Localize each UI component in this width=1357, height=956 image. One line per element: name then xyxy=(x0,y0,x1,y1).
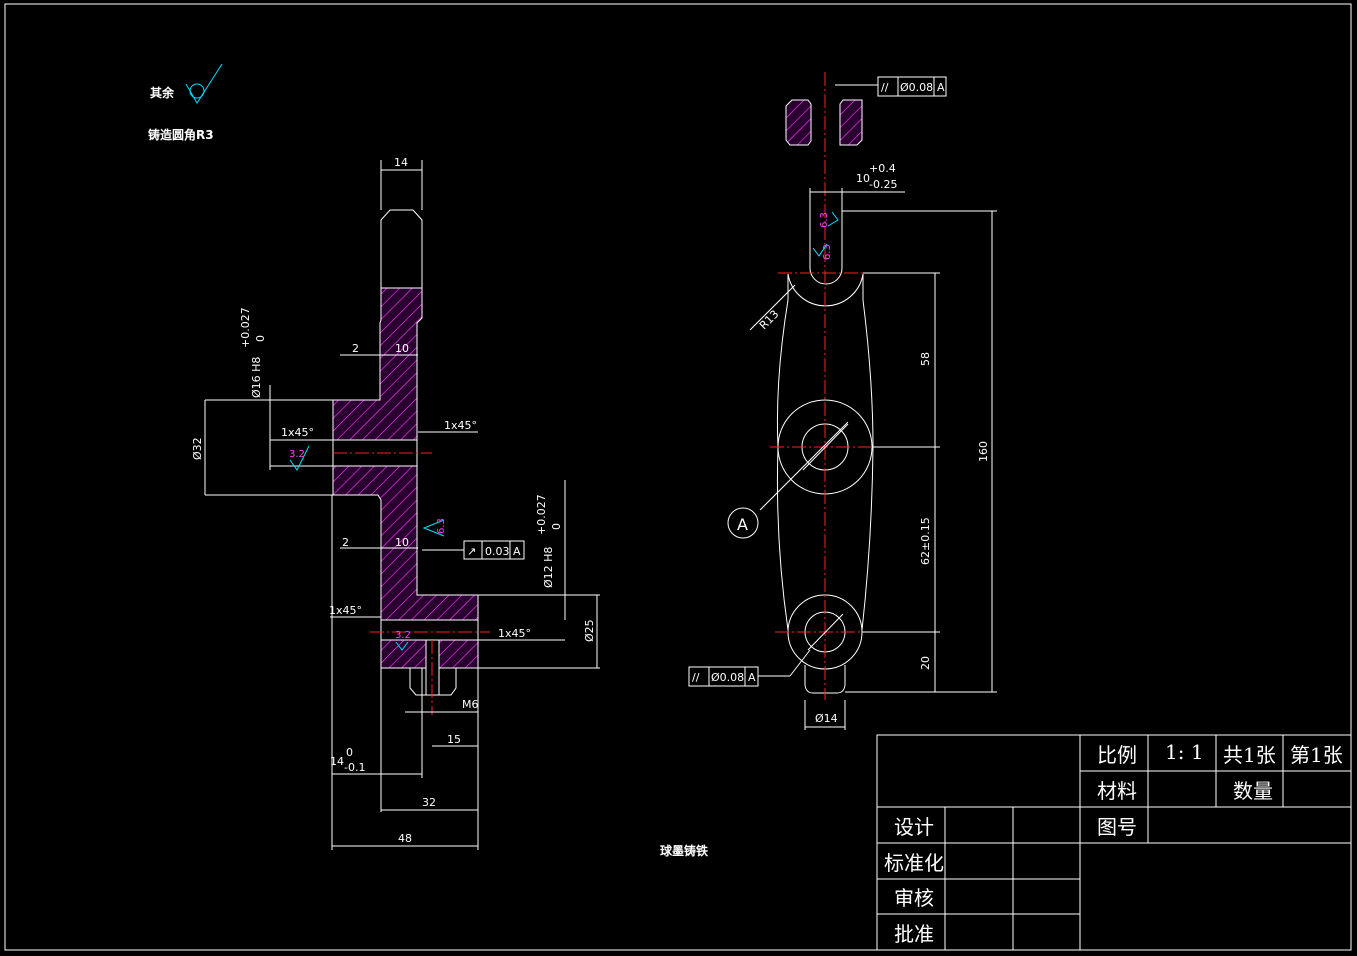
dim-slot-tol-lower: -0.25 xyxy=(869,178,897,191)
dim-phi16-tol-upper: +0.027 xyxy=(239,307,252,348)
general-notes: 其余 铸造圆角R3 球墨铸铁 xyxy=(148,63,708,858)
front-view: 10 +0.4 -0.25 R13 58 160 62±0.15 20 Ø14 … xyxy=(688,72,997,730)
side-boss-hatch-right xyxy=(438,639,479,669)
dim-2-upper: 2 xyxy=(352,342,359,355)
review-label: 审核 xyxy=(894,886,934,910)
dim-chamfer-c: 1x45° xyxy=(329,604,362,617)
runout-value: 0.03 xyxy=(485,545,510,558)
datum-a-label: A xyxy=(737,515,748,534)
dim-phi32: Ø32 xyxy=(191,437,204,460)
dim-slot-tol-upper: +0.4 xyxy=(869,162,896,175)
dim-slot: 10 xyxy=(856,172,870,185)
side-section-hatch xyxy=(332,287,423,441)
dim-160: 160 xyxy=(977,441,990,462)
side-view: 14 2 10 2 10 Ø32 Ø16 H8 +0.027 0 Ø12 H8 … xyxy=(191,156,600,850)
dim-phi25: Ø25 xyxy=(583,619,596,642)
roughness-symbol-icon: 6.3 xyxy=(819,211,839,228)
dim-r13: R13 xyxy=(757,308,781,332)
drawing-frame xyxy=(4,3,1352,951)
dim-14-tol-lower: -0.1 xyxy=(344,761,365,774)
drawing-number-label: 图号 xyxy=(1097,815,1137,839)
dim-15: 15 xyxy=(447,733,461,746)
roughness-value: 6.3 xyxy=(822,244,833,260)
runout-symbol-icon: ↗ xyxy=(467,545,476,558)
roughness-value: 6.3 xyxy=(819,212,830,228)
tolerance-frame-parallel-bottom: // Ø0.08 A xyxy=(688,666,759,687)
dim-14-tol-upper: 0 xyxy=(346,746,353,759)
dim-14: 14 xyxy=(330,755,344,768)
standardization-label: 标准化 xyxy=(884,851,944,875)
front-dimension-lines xyxy=(749,84,997,730)
roughness-value: 3.2 xyxy=(289,449,305,460)
dim-10-upper: 10 xyxy=(395,342,409,355)
parallelism-datum: A xyxy=(937,81,945,94)
parallelism-value: Ø0.08 xyxy=(711,671,744,684)
side-bore-12 xyxy=(380,619,479,641)
dim-58: 58 xyxy=(919,352,932,366)
remaining-roughness-label: 其余 xyxy=(150,85,175,100)
side-boss-hatch xyxy=(380,639,427,669)
parallelism-icon: // xyxy=(692,671,700,684)
roughness-symbol-icon: 6.3 xyxy=(422,518,447,537)
dim-62: 62±0.15 xyxy=(919,517,932,565)
dim-m6: M6 xyxy=(462,698,479,711)
roughness-symbol-icon xyxy=(185,63,223,104)
side-top-lug xyxy=(380,209,423,289)
dim-20: 20 xyxy=(919,656,932,670)
datum-a-marker: A xyxy=(727,507,759,539)
dim-phi12: Ø12 H8 xyxy=(542,547,555,588)
roughness-symbol-icon: 6.3 xyxy=(812,243,833,260)
dim-2-lower: 2 xyxy=(342,536,349,549)
dim-phi14: Ø14 xyxy=(815,712,838,725)
dim-phi12-tol-lower: 0 xyxy=(550,523,563,530)
scale-value: 1: 1 xyxy=(1165,740,1204,764)
parallelism-datum: A xyxy=(748,671,756,684)
material-label: 材料 xyxy=(1097,779,1137,803)
casting-fillet-note: 铸造圆角R3 xyxy=(148,127,214,142)
side-dimension-lines xyxy=(204,160,600,850)
material-note: 球墨铸铁 xyxy=(660,843,708,858)
dim-chamfer-b: 1x45° xyxy=(444,419,477,432)
roughness-value: 3.2 xyxy=(395,630,411,641)
sheet-number: 第1张 xyxy=(1290,743,1343,767)
dim-phi16-tol-lower: 0 xyxy=(254,335,267,342)
total-sheets: 共1张 xyxy=(1223,743,1276,767)
title-block: 比例 1: 1 共1张 第1张 材料 数量 图号 设计 标准化 审核 批准 xyxy=(876,734,1352,951)
tolerance-frame-parallel-top: // Ø0.08 A xyxy=(877,76,947,97)
dim-32: 32 xyxy=(422,796,436,809)
tolerance-frame-runout: ↗ 0.03 A xyxy=(422,540,525,560)
front-arm-section-right xyxy=(839,99,863,146)
front-arm-section-left xyxy=(785,99,812,146)
dim-chamfer-d: 1x45° xyxy=(498,627,531,640)
design-label: 设计 xyxy=(894,815,934,839)
dim-10-lower: 10 xyxy=(395,536,409,549)
side-m6-boss xyxy=(409,668,457,696)
roughness-symbol-icon: 3.2 xyxy=(395,630,411,651)
runout-datum: A xyxy=(513,545,521,558)
parallelism-icon: // xyxy=(881,81,889,94)
dim-phi16: Ø16 H8 xyxy=(250,357,263,398)
scale-label: 比例 xyxy=(1097,743,1137,767)
roughness-value: 6.3 xyxy=(436,518,447,534)
quantity-label: 数量 xyxy=(1233,779,1273,803)
parallelism-value: Ø0.08 xyxy=(900,81,933,94)
dim-width-top: 14 xyxy=(394,156,408,169)
dim-chamfer-a: 1x45° xyxy=(281,426,314,439)
dim-48: 48 xyxy=(398,832,412,845)
dim-phi12-tol-upper: +0.027 xyxy=(535,494,548,535)
roughness-symbol-icon: 3.2 xyxy=(289,445,310,471)
approve-label: 批准 xyxy=(894,922,934,946)
